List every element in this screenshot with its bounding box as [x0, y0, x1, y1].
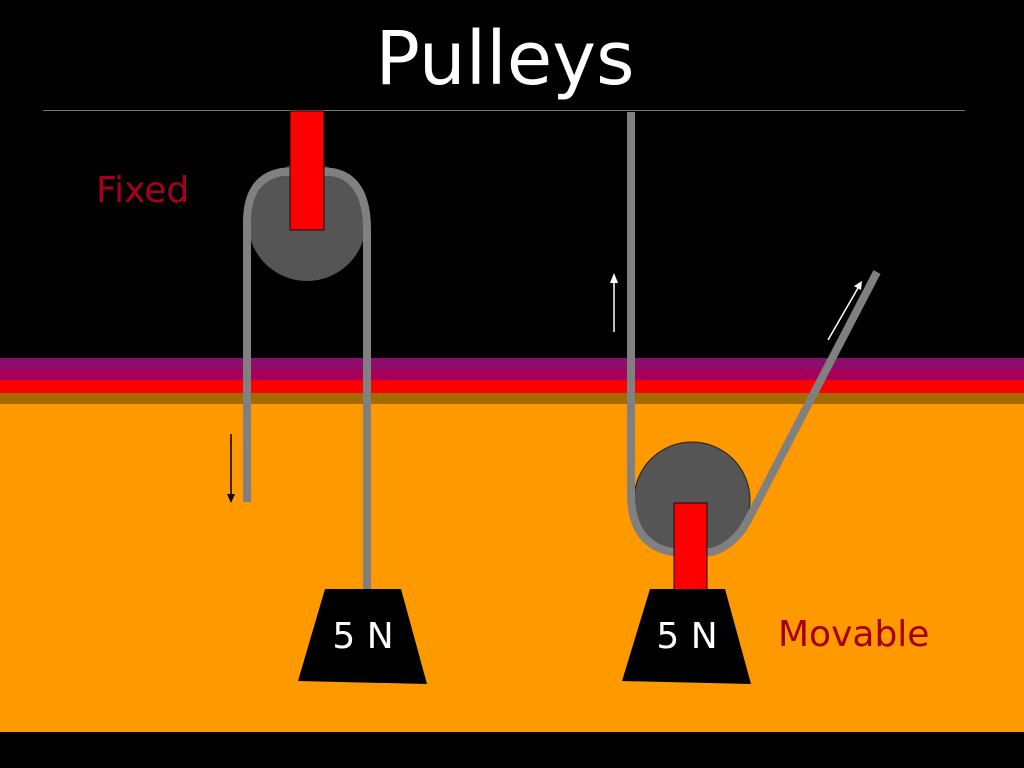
fixed-weight-label: 5 N: [332, 616, 394, 657]
ground-area: [0, 404, 1024, 732]
title-divider: [43, 110, 965, 111]
arrow-up-icon: [610, 273, 618, 332]
stripe-red: [0, 380, 1024, 393]
fixed-label: Fixed: [96, 170, 190, 211]
fixed-pulley-bracket: [289, 110, 325, 231]
movable-pulley: [622, 112, 881, 684]
arrow-down-icon: [227, 434, 235, 503]
bottom-bar: [0, 732, 1024, 768]
fixed-weight: [298, 589, 427, 684]
movable-weight-label: 5 N: [656, 616, 718, 657]
arrow-diagonal-icon: [827, 281, 862, 341]
stripe-purple: [0, 358, 1024, 369]
movable-weight: [622, 589, 751, 684]
movable-label: Movable: [778, 614, 930, 655]
stripe-brown: [0, 393, 1024, 404]
sky-background: [0, 0, 1024, 358]
movable-pulley-rope: [627, 112, 881, 556]
slide-title: Pulleys: [375, 16, 635, 102]
fixed-pulley: [243, 110, 427, 684]
stripe-magenta: [0, 369, 1024, 380]
movable-pulley-bracket: [673, 502, 708, 592]
